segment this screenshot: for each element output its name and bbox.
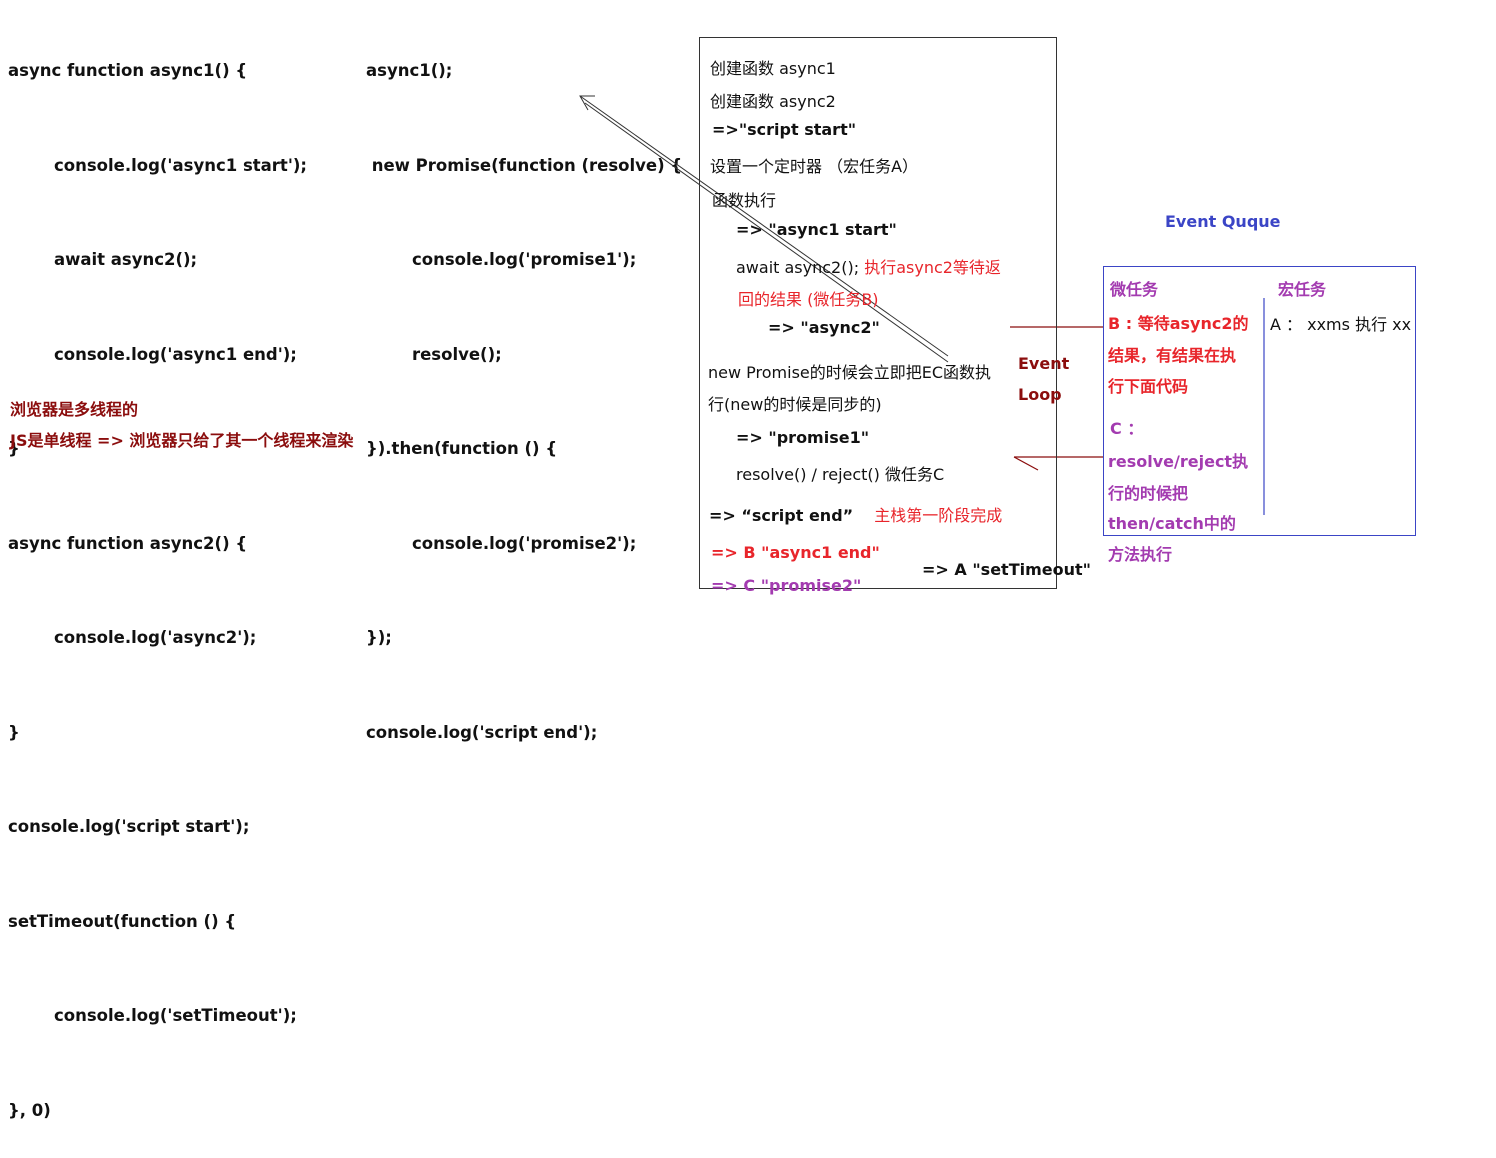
stack-promise-note-cont: 行(new的时候是同步的)	[708, 395, 882, 414]
microtask-c-line4: then/catch中的	[1108, 514, 1236, 533]
macrotask-a-item: A ： xxms 执行 xx	[1270, 315, 1412, 334]
code-line: console.log('script start');	[8, 817, 250, 836]
microtask-c-line1: C ：	[1110, 419, 1144, 438]
stack-promise1-output: => "promise1"	[736, 428, 870, 447]
stack-set-timer: 设置一个定时器 （宏任务A）	[710, 157, 919, 176]
code-line: console.log('async1 start');	[8, 155, 308, 175]
stack-script-end-output: => “script end”	[709, 506, 854, 525]
stack-async2-output: => "async2"	[768, 318, 880, 337]
code-line: }	[8, 722, 20, 742]
stack-script-end: => “script end” 主栈第一阶段完成	[709, 502, 1002, 526]
arrow-head	[579, 95, 595, 111]
code-line: console.log('script end');	[366, 722, 598, 742]
code-line: setTimeout(function () {	[8, 911, 237, 931]
microtask-c-line3: 行的时候把	[1108, 484, 1189, 503]
code-line: console.log('async1 end');	[8, 344, 297, 364]
stack-await-async2: await async2(); 执行async2等待返	[736, 254, 1001, 278]
microtask-b-line2: 结果，有结果在执	[1108, 346, 1237, 365]
stack-async1-start: => "async1 start"	[736, 220, 897, 239]
code-line: console.log('promise1');	[366, 250, 637, 269]
code-line: console.log('promise2');	[366, 533, 637, 553]
code-line: }, 0)	[8, 1100, 51, 1120]
stack-create-async2: 创建函数 async2	[710, 92, 836, 111]
stack-await-note: 执行async2等待返	[864, 258, 1001, 277]
stack-promise-note: new Promise的时候会立即把EC函数执	[708, 363, 992, 382]
code-line: }	[8, 439, 20, 458]
microtask-b-line1: B : 等待async2的	[1108, 314, 1249, 333]
event-loop-arrow-second	[584, 102, 949, 363]
code-block-right: async1(); new Promise(function (resolve)…	[366, 0, 682, 780]
microtask-header: 微任务	[1110, 280, 1159, 299]
stack-settimeout-output: => A "setTimeout"	[922, 560, 1091, 579]
event-loop-label-1: Event	[1018, 354, 1070, 373]
code-line: }).then(function () {	[366, 439, 558, 458]
connector-lines	[579, 95, 1265, 515]
code-line: });	[366, 628, 392, 647]
stack-await-code: await async2();	[736, 258, 860, 277]
code-line: async function async1() {	[8, 61, 248, 80]
code-line: console.log('async2');	[8, 628, 257, 647]
code-line: await async2();	[8, 250, 198, 269]
code-line: console.log('setTimeout');	[8, 1006, 297, 1025]
code-line: async function async2() {	[8, 533, 248, 553]
stack-phase-complete: 主栈第一阶段完成	[874, 506, 1003, 525]
note-single-thread: JS是单线程 => 浏览器只给了其一个线程来渲染	[10, 431, 354, 450]
stack-resolve-note: resolve() / reject() 微任务C	[736, 465, 945, 484]
note-multithread: 浏览器是多线程的	[10, 400, 139, 419]
code-line: new Promise(function (resolve) {	[366, 155, 683, 175]
stack-script-start: =>"script start"	[712, 120, 857, 139]
event-queue-box	[1103, 266, 1416, 536]
event-loop-label-2: Loop	[1018, 385, 1062, 404]
microtask-b-line3: 行下面代码	[1108, 377, 1189, 396]
stack-await-note-cont: 回的结果 (微任务B)	[738, 290, 879, 309]
stack-promise2-output: => C "promise2"	[711, 576, 862, 595]
code-line: resolve();	[366, 344, 502, 364]
code-line: async1();	[366, 61, 453, 80]
micro-c-link-tick	[1013, 456, 1039, 471]
event-queue-title: Event Quque	[1165, 212, 1281, 231]
event-loop-arrow	[579, 95, 949, 357]
macrotask-header: 宏任务	[1278, 280, 1327, 299]
microtask-c-line2: resolve/reject执	[1108, 452, 1249, 471]
stack-function-exec: 函数执行	[712, 191, 777, 210]
stack-async1-end-output: => B "async1 end"	[711, 543, 880, 562]
microtask-c-line5: 方法执行	[1108, 545, 1173, 564]
stack-create-async1: 创建函数 async1	[710, 59, 836, 78]
stack-box	[699, 37, 1057, 589]
